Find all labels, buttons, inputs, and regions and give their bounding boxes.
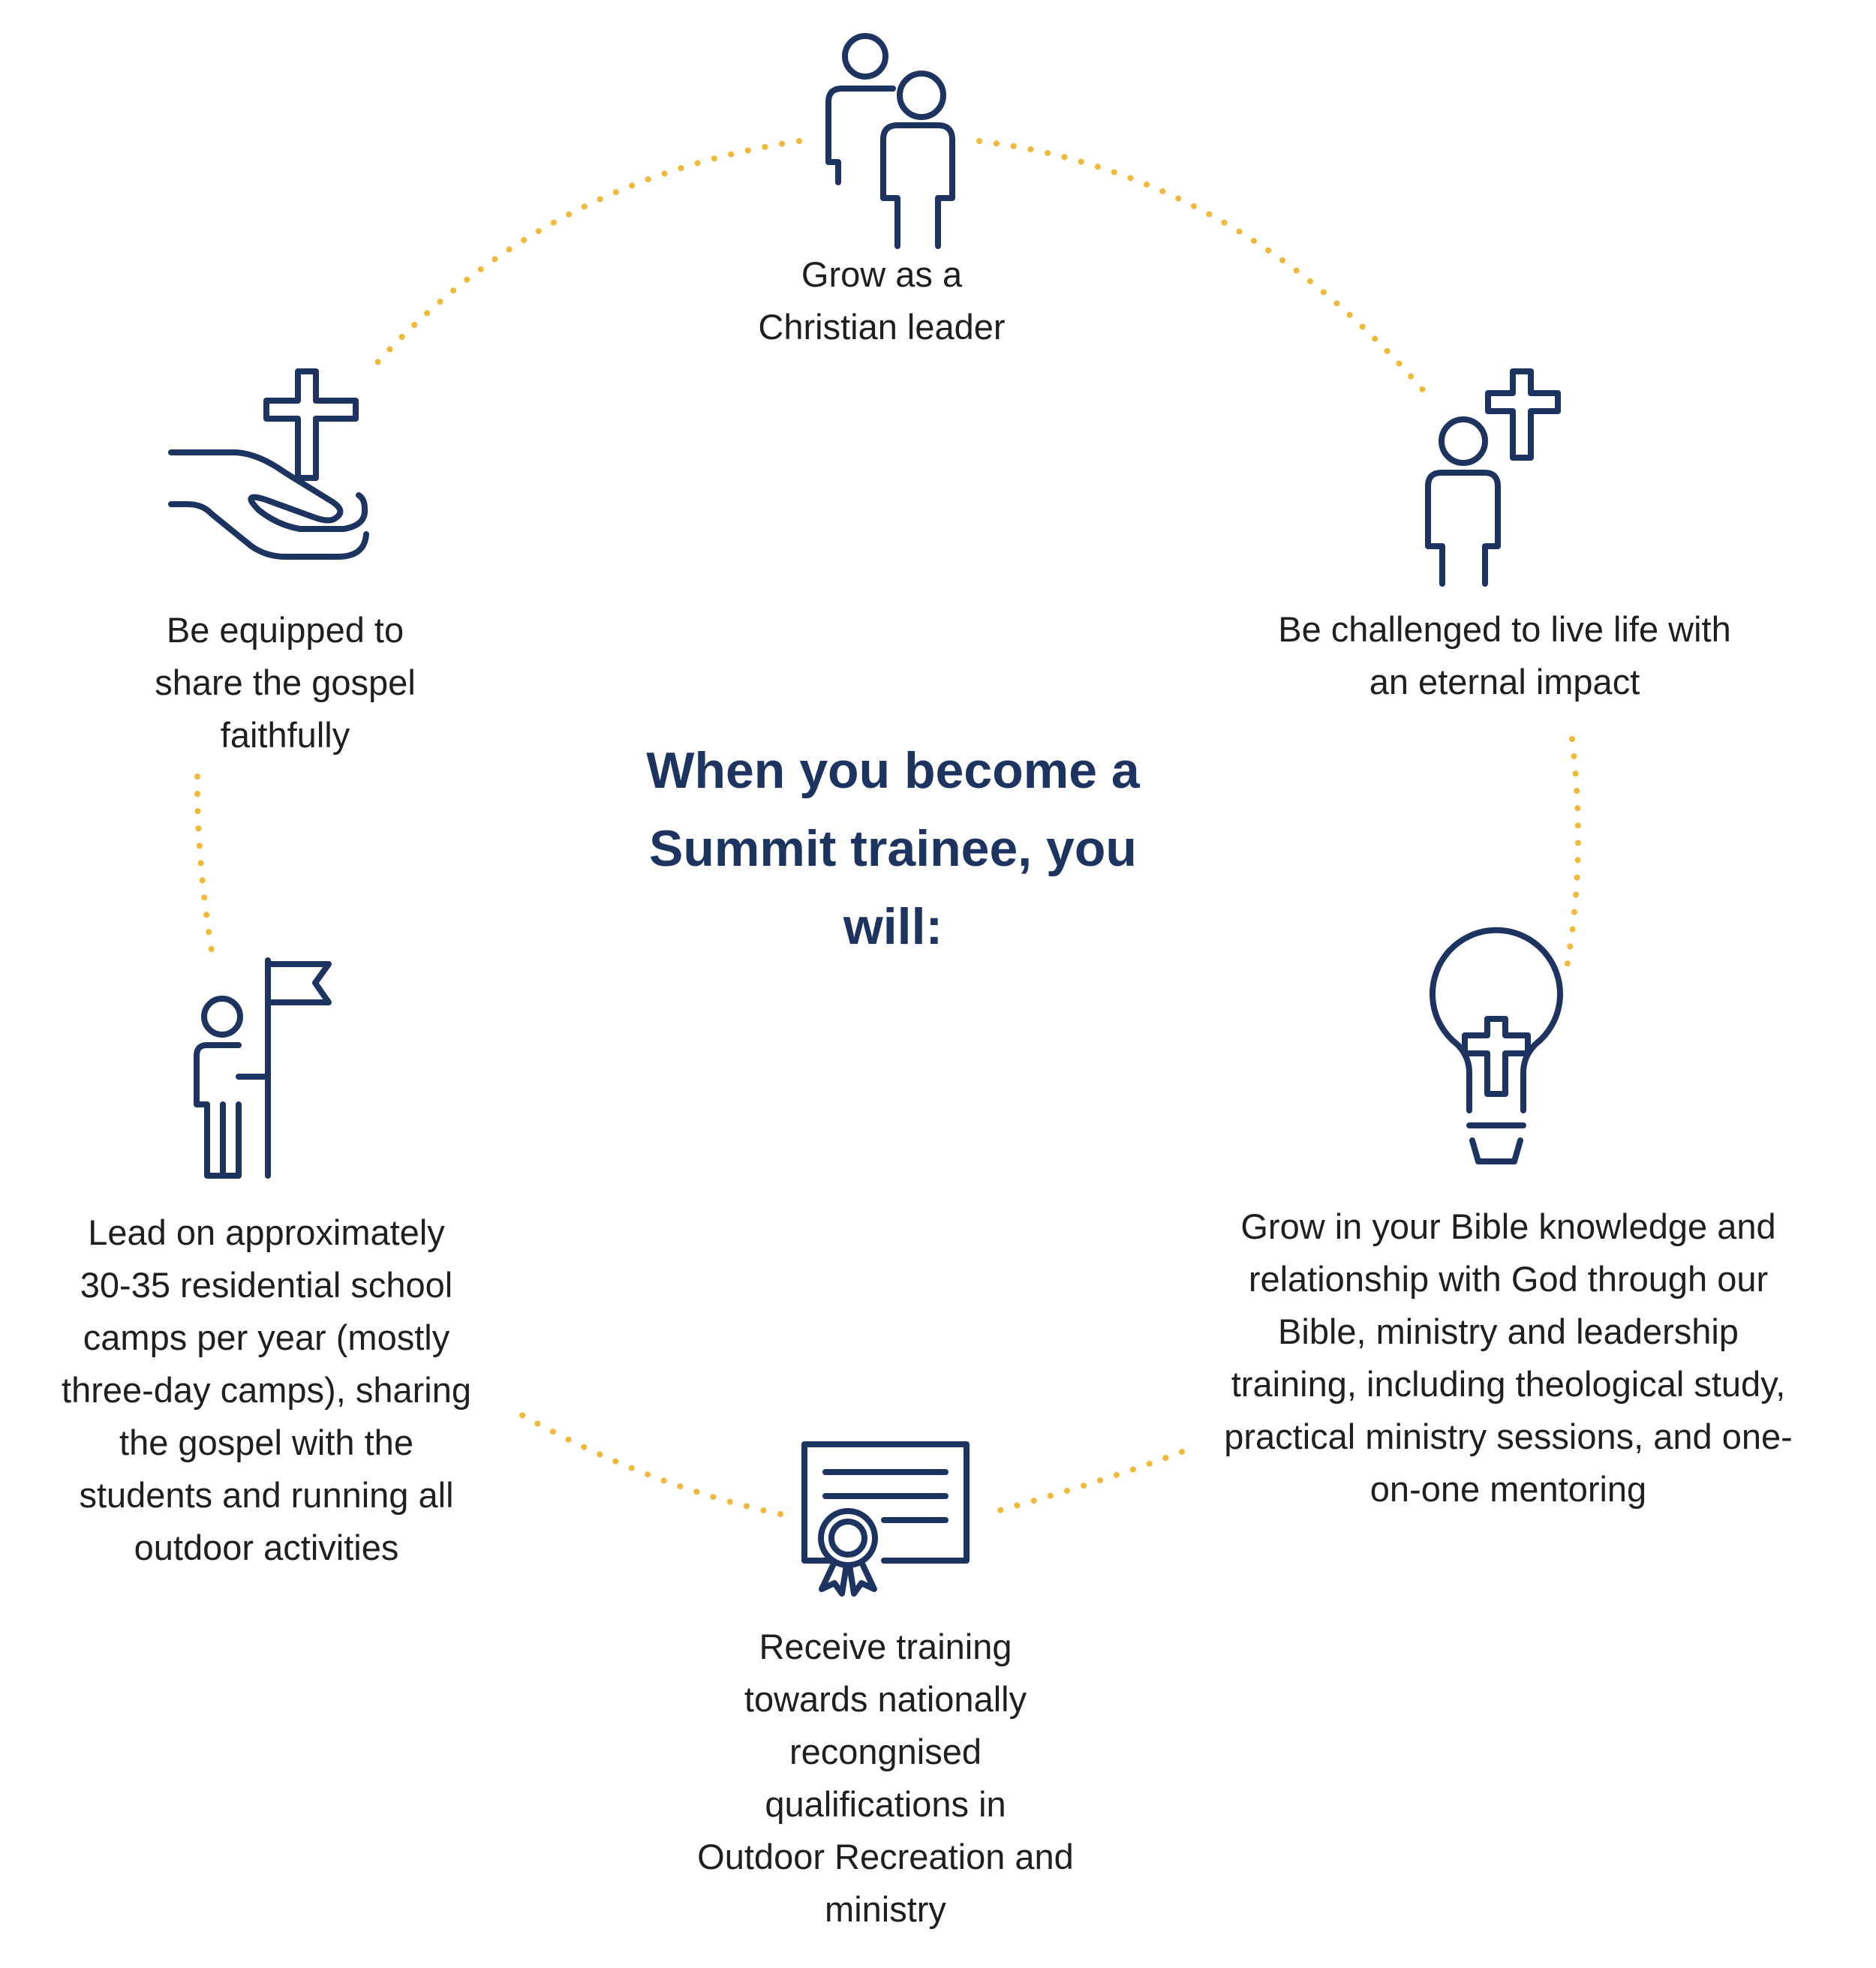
item-label-bible-knowledge: Grow in your Bible knowledge and relatio… xyxy=(1224,1206,1793,1509)
two-people-icon xyxy=(825,33,955,249)
connector-left xyxy=(194,774,217,967)
connector-bottom-right xyxy=(991,1449,1185,1515)
dotted-connectors xyxy=(194,138,1581,1517)
diagram-title: When you become a Summit trainee, you wi… xyxy=(646,742,1140,955)
hand-with-cross-icon xyxy=(168,368,369,560)
item-label-training: Receive training towards nationally reco… xyxy=(697,1627,1074,1929)
person-with-cross-icon xyxy=(1425,368,1561,587)
connector-bottom-left xyxy=(511,1408,783,1517)
connector-right xyxy=(1562,736,1581,982)
item-label-eternal-impact: Be challenged to live life with an etern… xyxy=(1278,609,1731,702)
connector-top-right xyxy=(976,138,1433,401)
lightbulb-cross-icon xyxy=(1430,927,1563,1164)
person-with-flag-icon xyxy=(194,957,332,1179)
item-label-grow-leader: Grow as a Christian leader xyxy=(758,254,1006,347)
item-label-lead-camps: Lead on approximately 30-35 residential … xyxy=(62,1212,471,1567)
item-label-share-gospel: Be equipped to share the gospel faithful… xyxy=(155,610,416,755)
certificate-icon xyxy=(801,1441,970,1597)
